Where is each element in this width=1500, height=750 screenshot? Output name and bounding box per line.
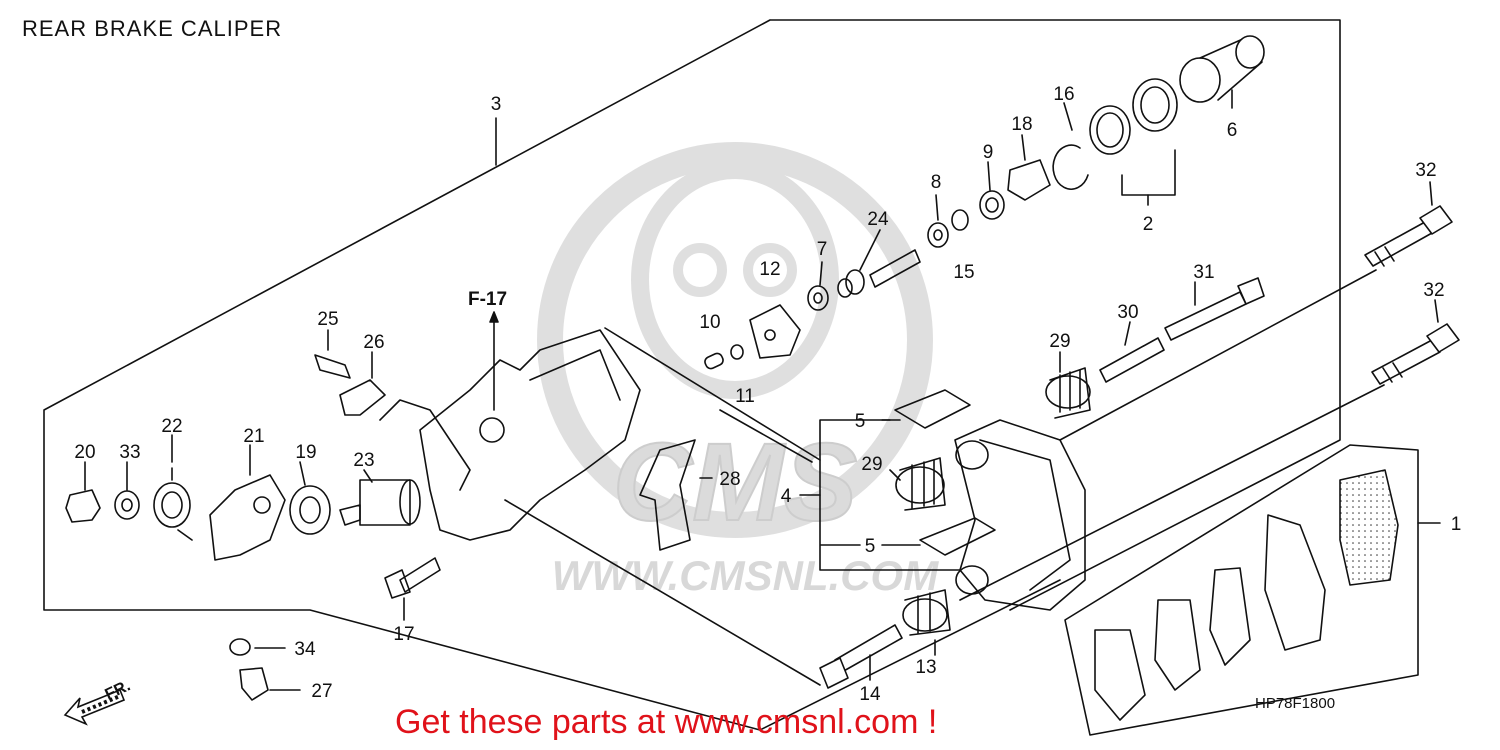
caliper-bracket (419, 329, 641, 541)
callout-12: 12 (759, 259, 780, 280)
callout-17: 17 (393, 624, 414, 645)
washer-11 (730, 344, 744, 360)
diagram-code: HP78F1800 (1255, 695, 1336, 712)
callout-10: 10 (699, 312, 720, 333)
callout-19: 19 (295, 442, 316, 463)
callout-34: 34 (294, 639, 316, 660)
pin-boot-29-lower (895, 457, 946, 511)
callout-2: 2 (1143, 214, 1154, 235)
bearing-8 (927, 222, 949, 248)
spring-cover-18 (1007, 159, 1051, 201)
callout-13: 13 (915, 657, 936, 678)
watermark-logo: CMS (613, 421, 857, 544)
slide-pin-23 (339, 479, 421, 526)
callout-28: 28 (719, 469, 740, 490)
watermark-url: WWW.CMSNL.COM (552, 552, 939, 599)
nut-20 (65, 489, 101, 523)
callout-31: 31 (1193, 262, 1214, 283)
callout-26: 26 (363, 332, 384, 353)
callout-21: 21 (243, 426, 264, 447)
callout-23: 23 (353, 450, 374, 471)
callout-1: 1 (1451, 514, 1462, 535)
assembly-3-outline (43, 19, 1341, 731)
callout-29b: 29 (861, 454, 882, 475)
callout-33: 33 (119, 442, 140, 463)
callout-4: 4 (781, 486, 792, 507)
bleeder-25 (314, 354, 351, 379)
return-spring-22 (153, 467, 193, 541)
pin-bolt-31 (1164, 277, 1265, 341)
callout-30: 30 (1117, 302, 1138, 323)
callout-6: 6 (1227, 120, 1238, 141)
callout-27: 27 (311, 681, 332, 702)
pad-spring-5-lower (919, 517, 996, 556)
pin-bolt-14 (819, 624, 903, 689)
washer-15 (951, 209, 969, 231)
cmsnl-watermark: CMS WWW.CMSNL.COM (537, 142, 939, 599)
seal-19 (289, 485, 331, 535)
washer-33 (114, 490, 140, 520)
callout-32b: 32 (1423, 280, 1444, 301)
callout-22: 22 (161, 416, 182, 437)
circlip-16 (1052, 144, 1089, 190)
callout-8: 8 (931, 172, 942, 193)
callout-20: 20 (74, 442, 95, 463)
callout-5b: 5 (865, 536, 876, 557)
page-title: REAR BRAKE CALIPER (22, 16, 283, 41)
direction-label: FR. (103, 677, 134, 703)
reference-label: F-17 (468, 289, 507, 310)
lever-21 (209, 474, 286, 561)
callout-7: 7 (817, 239, 828, 260)
pad-retainer-28 (639, 439, 696, 551)
caliper-bolt-32-upper (1364, 205, 1453, 267)
caliper-body (954, 419, 1086, 611)
piston-6 (1179, 35, 1265, 103)
callout-15: 15 (953, 262, 974, 283)
callout-24: 24 (867, 209, 889, 230)
front-direction-arrow: FR. (63, 677, 134, 726)
hose-clamp-26 (339, 379, 386, 416)
pin-boot-13 (902, 589, 951, 636)
cam-12 (749, 304, 801, 359)
callout-14: 14 (859, 684, 881, 705)
callout-32a: 32 (1415, 160, 1436, 181)
assembly-1-outline (1064, 444, 1419, 736)
callout-25: 25 (317, 309, 338, 330)
slide-pin-30 (1099, 337, 1165, 383)
pad-spring-5-upper (894, 389, 971, 429)
callout-18: 18 (1011, 114, 1032, 135)
caliper-bolt-32-lower (1371, 323, 1460, 385)
callout-5a: 5 (855, 411, 866, 432)
pin-boot-29-upper (1045, 367, 1091, 419)
spring-9 (979, 190, 1005, 220)
callout-9: 9 (983, 142, 994, 163)
brake-pad-set (1094, 469, 1399, 721)
cap-34 (229, 638, 251, 656)
promo-link[interactable]: Get these parts at www.cmsnl.com ! (395, 703, 938, 741)
callout-11: 11 (735, 386, 755, 407)
callout-29a: 29 (1049, 331, 1070, 352)
bolt-17 (384, 557, 441, 599)
nut-7 (807, 285, 829, 311)
callout-16: 16 (1053, 84, 1074, 105)
piston-seal-2 (1089, 78, 1178, 155)
cap-27 (239, 667, 269, 701)
o-ring-10 (704, 352, 724, 370)
callout-3: 3 (491, 94, 502, 115)
adjuster-bolt-24 (837, 249, 921, 298)
